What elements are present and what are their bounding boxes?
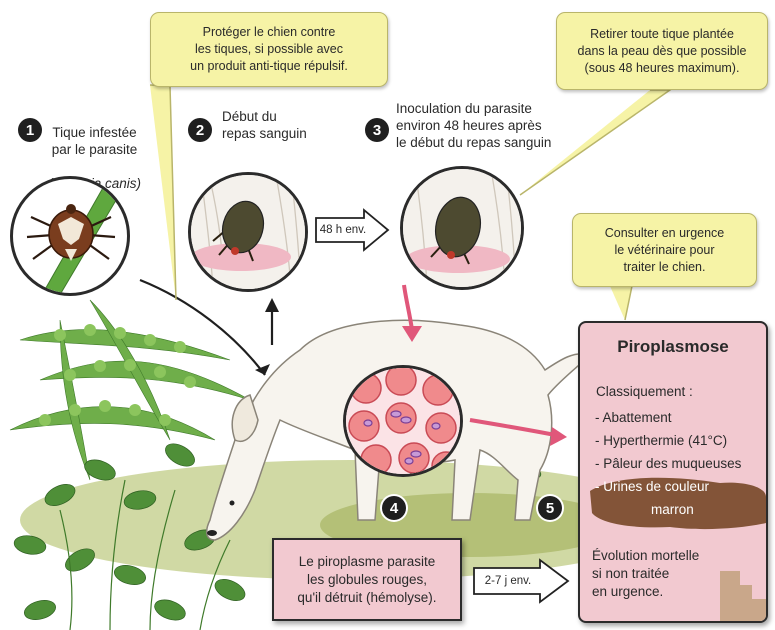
fern-plant [10,300,250,480]
hemolysis-text: Le piroplasme parasite les globules roug… [297,553,436,607]
callout-vet: Consulter en urgence le vétérinaire pour… [572,213,757,287]
step-5-badge: 5 [538,496,562,520]
symptom-item: - Urines de couleur [595,475,741,498]
step-3-label: Inoculation du parasite environ 48 heure… [396,100,551,151]
blood-cells-circle [343,365,463,477]
panel-subtitle: Classiquement : [596,384,693,399]
callout-remove-tick: Retirer toute tique plantée dans la peau… [556,12,768,90]
callout-protect-tail [150,85,176,300]
duration-2-7j-label: 2-7 j env. [474,568,542,594]
symptom-item: - Abattement [595,406,741,429]
panel-evolution: Évolution mortelle si non traitée en urg… [592,547,699,601]
piroplasmose-panel: Piroplasmose Classiquement : - Abattemen… [578,321,768,623]
step-1-text: Tique infestée par le parasite [52,125,138,157]
duration-2-7j-arrow: 2-7 j env. [472,558,570,604]
step-2-badge: 2 [188,118,212,142]
step-3-badge: 3 [365,118,389,142]
step-1-number: 1 [26,122,34,139]
symptom-item: - Pâleur des muqueuses [595,452,741,475]
symptom-item: - Hyperthermie (41°C) [595,429,741,452]
duration-48h-label: 48 h env. [316,218,370,242]
step-3-number: 3 [373,122,381,139]
feeding-tick-icon [191,175,305,289]
red-blood-cells-icon [346,368,460,474]
dog-nose [207,530,217,536]
step-4-badge: 4 [382,496,406,520]
engorged-tick-icon [403,169,521,287]
callout-vet-tail [610,286,632,320]
step-4-number: 4 [390,500,398,517]
callout-protect: Protéger le chien contre les tiques, si … [150,12,388,87]
callout-remove-text: Retirer toute tique plantée dans la peau… [578,26,747,77]
tick-feeding-circle [188,172,308,292]
step-2-number: 2 [196,122,204,139]
arrow-tick-to-dog [140,280,265,375]
callout-protect-text: Protéger le chien contre les tiques, si … [190,24,348,75]
infested-tick-icon [13,179,127,293]
tick-circle [10,176,130,296]
symptom-list: - Abattement - Hyperthermie (41°C) - Pâl… [595,406,741,521]
callout-vet-text: Consulter en urgence le vétérinaire pour… [605,225,725,276]
step-1-badge: 1 [18,118,42,142]
dog-eye [230,501,235,506]
duration-48h-arrow: 48 h env. [314,208,390,252]
symptom-item: marron [595,498,741,521]
hemolysis-box: Le piroplasme parasite les globules roug… [272,538,462,621]
tick-engorged-circle [400,166,524,290]
step-2-label: Début du repas sanguin [222,108,307,142]
step-5-number: 5 [546,500,554,517]
panel-title: Piroplasmose [580,337,766,357]
